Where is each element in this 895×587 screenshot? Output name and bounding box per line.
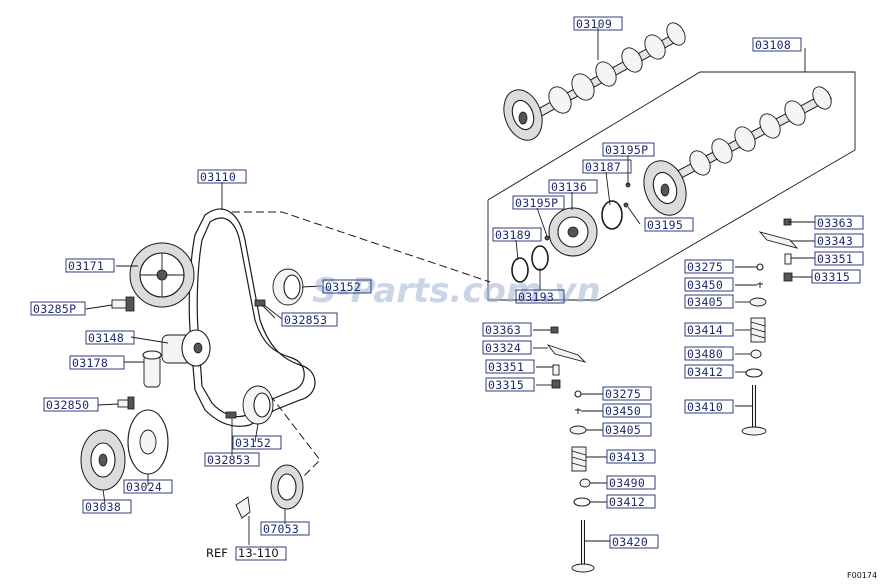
label-032853-bottom[interactable]: 032853 [207,453,250,467]
label-03193[interactable]: 03193 [518,290,554,304]
watermark: S-Parts.com.vn [312,271,601,311]
label-03420[interactable]: 03420 [612,535,648,549]
label-03187[interactable]: 03187 [585,160,621,174]
label-03410[interactable]: 03410 [687,400,723,414]
timing-belt-03110 [188,208,316,427]
label-03195P-mid[interactable]: 03195P [515,196,558,210]
pin-03195P-mid [544,235,550,241]
label-03412-right[interactable]: 03412 [687,365,723,379]
valve-train-middle [546,326,595,573]
pin-03195 [623,202,629,208]
label-03315-mid[interactable]: 03315 [488,378,524,392]
label-03171[interactable]: 03171 [68,259,104,273]
label-03275-mid[interactable]: 03275 [605,387,641,401]
reference-prefix: REF [206,546,228,560]
label-03195P-top[interactable]: 03195P [605,143,648,157]
label-03189[interactable]: 03189 [495,228,531,242]
label-07053[interactable]: 07053 [263,522,299,536]
sprocket-07053 [270,464,304,510]
part-labels: 03109 03108 03195P 03187 03136 03195P 03… [30,16,864,549]
auto-tensioner-03178 [142,350,162,388]
ring-03193 [531,245,549,271]
label-03324[interactable]: 03324 [485,341,521,355]
watermark-text: S-Parts.com.vn [312,271,601,311]
reference-code[interactable]: 13-110 [238,546,279,560]
bolt-03285P [111,296,135,312]
figure-id-text: F00174 [847,571,877,580]
label-03450-mid[interactable]: 03450 [605,404,641,418]
label-03136[interactable]: 03136 [551,180,587,194]
label-03414[interactable]: 03414 [687,323,723,337]
label-03405-mid[interactable]: 03405 [605,423,641,437]
bolt-032850 [117,396,135,410]
label-03110[interactable]: 03110 [200,170,236,184]
crank-sprocket-03038 [80,429,126,491]
label-03195[interactable]: 03195 [647,218,683,232]
label-03363-right[interactable]: 03363 [817,216,853,230]
label-03363-mid[interactable]: 03363 [485,323,521,337]
label-032853-top[interactable]: 032853 [284,313,327,327]
label-03038[interactable]: 03038 [85,500,121,514]
label-03108[interactable]: 03108 [755,38,791,52]
tensioner-03148 [161,329,211,367]
label-03343[interactable]: 03343 [817,234,853,248]
label-03315-right[interactable]: 03315 [814,270,850,284]
label-03480[interactable]: 03480 [687,347,723,361]
label-03490[interactable]: 03490 [609,476,645,490]
label-03285P[interactable]: 03285P [33,302,76,316]
label-03450-right[interactable]: 03450 [687,278,723,292]
label-03351-mid[interactable]: 03351 [488,360,524,374]
belt-to-idler-dashline [269,394,321,481]
cam-sprocket-03136 [548,207,598,257]
idler-03152-top [254,268,304,319]
cap-ref-13-110 [235,496,251,519]
camshaft-03108 [643,86,833,216]
label-03412-mid[interactable]: 03412 [609,495,645,509]
valve-train-right [741,218,799,436]
label-03024[interactable]: 03024 [126,480,162,494]
camshaft-03109 [503,22,686,141]
label-03351-right[interactable]: 03351 [817,252,853,266]
camshaft-frame [487,71,856,301]
label-03405-right[interactable]: 03405 [687,295,723,309]
plate-03024 [127,409,169,475]
leader-lines [85,27,815,545]
frame-to-belt-dashline [232,211,491,283]
ring-03187 [601,200,623,230]
label-032850[interactable]: 032850 [46,398,89,412]
ring-03189 [511,257,529,283]
label-03152-top[interactable]: 03152 [325,280,361,294]
label-03413[interactable]: 03413 [609,450,645,464]
label-03178[interactable]: 03178 [72,356,108,370]
label-03109[interactable]: 03109 [576,17,612,31]
reference-note: REF 13-110 [206,546,287,561]
idler-03152-bottom [225,385,274,425]
label-03275-right[interactable]: 03275 [687,260,723,274]
label-03152-bottom[interactable]: 03152 [235,436,271,450]
label-03148[interactable]: 03148 [88,331,124,345]
pulley-03171 [129,242,195,308]
figure-id: F00174 [847,571,877,580]
